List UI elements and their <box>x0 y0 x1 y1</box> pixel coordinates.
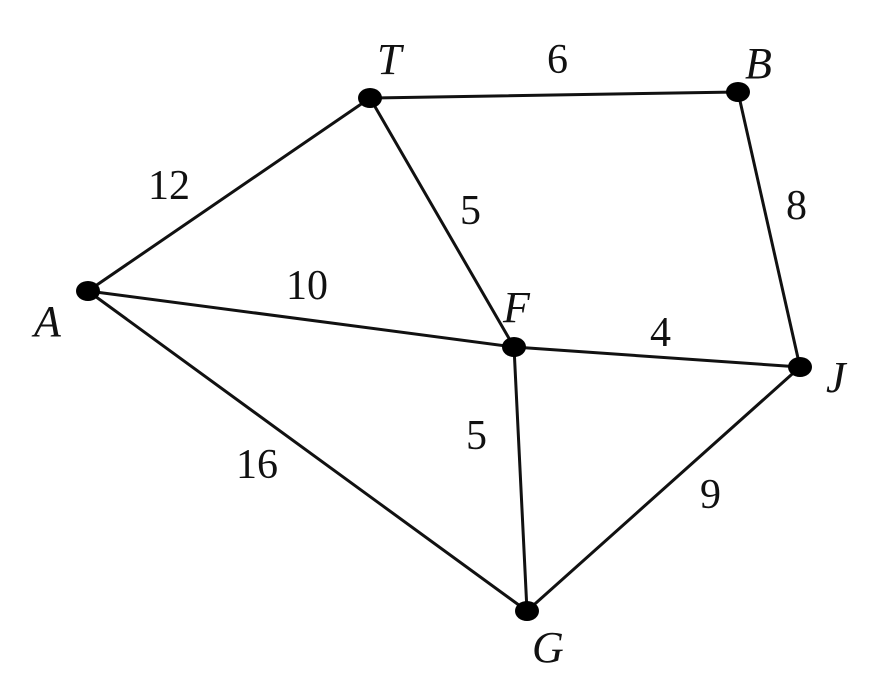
edge-a-f <box>86 289 516 349</box>
node-g <box>515 601 539 621</box>
edge-t-f <box>368 96 516 349</box>
edge-weight-f-j: 4 <box>650 310 671 356</box>
edge-a-g <box>86 289 529 613</box>
edge-weight-a-t: 12 <box>148 163 190 209</box>
node-label-b: B <box>745 39 772 88</box>
edge-weight-t-b: 6 <box>547 37 568 83</box>
node-label-t: T <box>377 35 405 84</box>
edge-weight-t-f: 5 <box>460 188 481 234</box>
edge-b-j <box>736 90 802 369</box>
edge-f-g <box>512 345 529 613</box>
edge-t-b <box>368 90 740 100</box>
edge-weight-g-j: 9 <box>700 472 721 518</box>
edge-weight-b-j: 8 <box>786 183 807 229</box>
node-b <box>726 82 750 102</box>
node-f <box>502 337 526 357</box>
edge-weight-a-g: 16 <box>236 442 278 488</box>
edge-weight-f-g: 5 <box>466 413 487 459</box>
node-t <box>358 88 382 108</box>
node-label-f: F <box>502 283 531 332</box>
edge-a-t <box>86 96 372 293</box>
node-a <box>76 281 100 301</box>
edge-weight-a-f: 10 <box>286 263 328 309</box>
node-label-a: A <box>31 297 62 346</box>
node-j <box>788 357 812 377</box>
node-label-g: G <box>532 623 564 672</box>
edge-f-j <box>512 345 802 369</box>
node-label-j: J <box>826 353 848 402</box>
edge-g-j <box>525 365 802 613</box>
